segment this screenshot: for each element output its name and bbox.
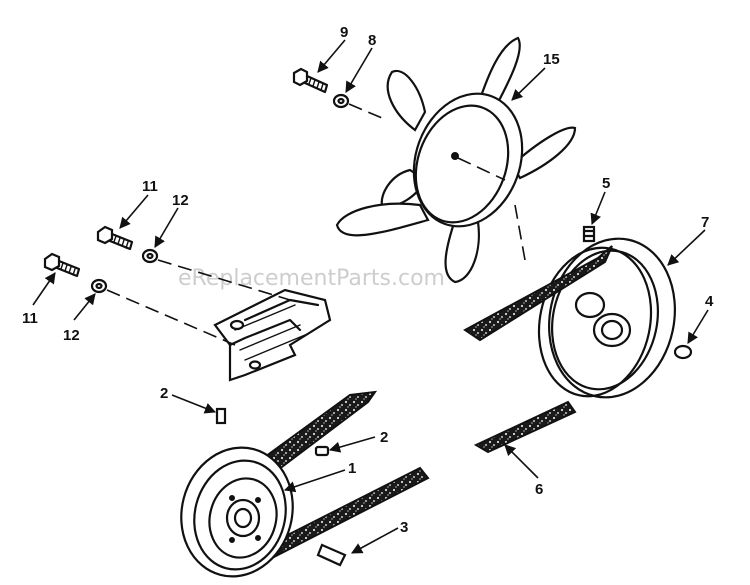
leader-7 [667,229,706,266]
callout-11-lower: 11 [22,310,38,327]
leader-2-lower [328,436,376,453]
washer-12-upper [141,248,159,264]
leader-4 [687,309,709,344]
leader-3 [351,527,399,554]
callout-11-upper: 11 [142,178,158,195]
callout-7: 7 [701,214,709,231]
set-screw-2-lower [314,445,330,457]
belt-upper [463,245,613,342]
callout-9: 9 [340,24,348,41]
set-screw-2-upper [215,407,227,425]
belt-6-lower [473,400,577,454]
callout-5: 5 [602,175,610,192]
washer-8 [332,93,350,109]
leader-12-lower [73,293,96,321]
watermark-text: eReplacementParts.com [178,266,445,291]
axis-line [514,204,526,261]
callout-3: 3 [400,519,408,536]
callout-8: 8 [368,32,376,49]
key-3 [316,543,347,567]
callout-6: 6 [535,481,543,498]
callout-2-upper: 2 [160,385,168,402]
leader-2-upper [171,394,217,414]
fan-center-hole [451,152,459,160]
leader-5 [590,191,606,226]
washer-12-lower [90,278,108,294]
set-screw-5 [582,225,596,243]
leader-15 [511,67,546,101]
leader-11-upper [119,194,149,229]
axis-line [106,289,236,346]
pulley-1 [180,446,294,578]
callout-12-lower: 12 [63,327,80,344]
bolt-9 [292,67,329,94]
key-4 [673,344,693,360]
fan-assembly [335,36,577,284]
leader-8 [345,47,373,93]
callout-15: 15 [543,51,560,68]
fan-blade [510,126,577,180]
leader-11-lower [32,272,56,306]
mounting-bracket [213,288,332,382]
fan-shroud [412,92,524,228]
leader-1 [283,469,346,493]
axis-line [157,259,291,301]
callout-12-upper: 12 [172,192,189,209]
fan-blade [335,202,430,237]
fan-blade [444,218,480,284]
leader-12-upper [154,207,179,248]
callout-2-lower: 2 [380,429,388,446]
leader-6 [504,444,539,479]
axis-line [457,157,506,181]
axis-line [348,103,383,119]
callout-1: 1 [348,460,356,477]
leader-9 [317,39,346,73]
bolt-11-upper [96,225,134,251]
fan-blade [476,36,521,110]
bolt-11-lower [43,252,81,278]
callout-4: 4 [705,293,714,310]
fan-blade [386,69,427,132]
